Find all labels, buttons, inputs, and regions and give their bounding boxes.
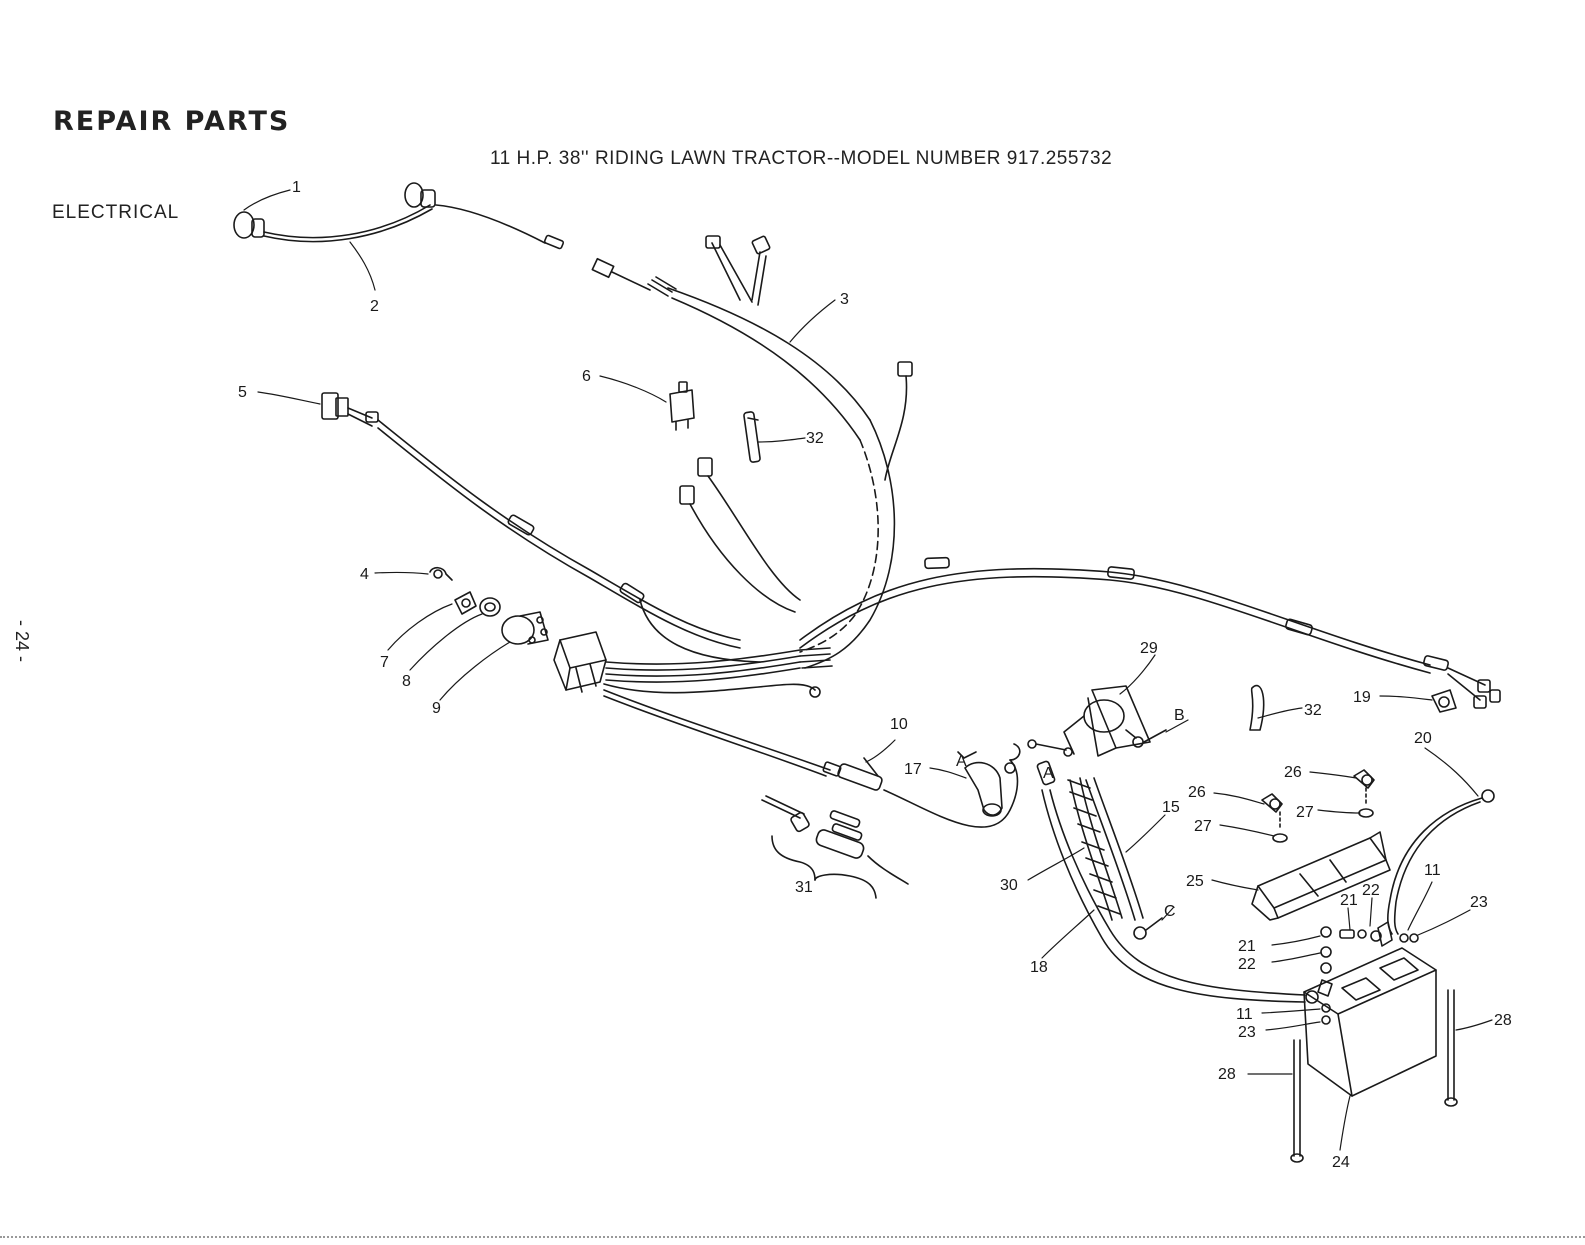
callout-27-right: 27	[1296, 804, 1314, 821]
label-a-left: A	[956, 753, 967, 770]
callout-28-left: 28	[1218, 1066, 1236, 1083]
callout-22-lower: 22	[1238, 956, 1256, 973]
callout-19: 19	[1353, 689, 1371, 706]
callout-10: 10	[890, 716, 908, 733]
callout-23-upper: 23	[1470, 894, 1488, 911]
harness-clip-lower	[1250, 686, 1264, 730]
callout-1: 1	[292, 179, 301, 196]
callout-11-upper: 11	[1424, 862, 1441, 879]
callout-9: 9	[432, 700, 441, 717]
callout-26-left: 26	[1188, 784, 1206, 801]
terminal-hardware	[1318, 922, 1418, 1024]
callout-4: 4	[360, 566, 369, 583]
callout-7: 7	[380, 654, 389, 671]
callout-15: 15	[1162, 799, 1180, 816]
callout-8: 8	[402, 673, 411, 690]
starter-solenoid	[1028, 686, 1166, 756]
callout-29: 29	[1140, 640, 1158, 657]
ground-cable	[1388, 790, 1494, 934]
battery-hold-down	[1252, 832, 1390, 920]
part-19-bushing	[1432, 690, 1456, 712]
callout-25: 25	[1186, 873, 1204, 890]
callout-2: 2	[370, 298, 379, 315]
callout-5: 5	[238, 384, 247, 401]
interlock-switch	[670, 382, 694, 430]
callout-17: 17	[904, 761, 922, 778]
callout-11-lower: 11	[1236, 1006, 1253, 1023]
battery	[1304, 948, 1436, 1096]
switch-harness	[322, 393, 760, 662]
callout-27-left: 27	[1194, 818, 1212, 835]
terminal-boot	[958, 744, 1020, 816]
label-a-right: A	[1043, 765, 1054, 782]
callout-21-upper: 21	[1340, 892, 1358, 909]
callout-32-lower: 32	[1304, 702, 1322, 719]
callout-numbers: 1 2 3 4 5 6 7 8 9 10 11 11 15 17 18 19 2…	[238, 179, 1512, 1171]
headlight-bulbs	[234, 183, 564, 249]
callout-23-lower: 23	[1238, 1024, 1256, 1041]
callout-28-right: 28	[1494, 1012, 1512, 1029]
callout-6: 6	[582, 368, 591, 385]
callout-32-upper: 32	[806, 430, 824, 447]
callout-20: 20	[1414, 730, 1432, 747]
page-bottom-rule	[0, 1236, 1585, 1238]
callout-30: 30	[1000, 877, 1018, 894]
callout-31: 31	[795, 879, 813, 896]
label-b: B	[1174, 707, 1185, 724]
callout-22-upper: 22	[1362, 882, 1380, 899]
callout-21-lower: 21	[1238, 938, 1256, 955]
ignition-connector-block	[554, 632, 830, 776]
harness-clip-upper	[744, 412, 761, 463]
label-c: C	[1164, 903, 1176, 920]
callout-26-right: 26	[1284, 764, 1302, 781]
callout-3: 3	[840, 291, 849, 308]
hold-down-rods	[1291, 990, 1457, 1162]
callout-18: 18	[1030, 959, 1048, 976]
wing-nuts-washers	[1262, 770, 1374, 842]
callout-24: 24	[1332, 1154, 1350, 1171]
fuse-parts-31	[762, 796, 908, 898]
